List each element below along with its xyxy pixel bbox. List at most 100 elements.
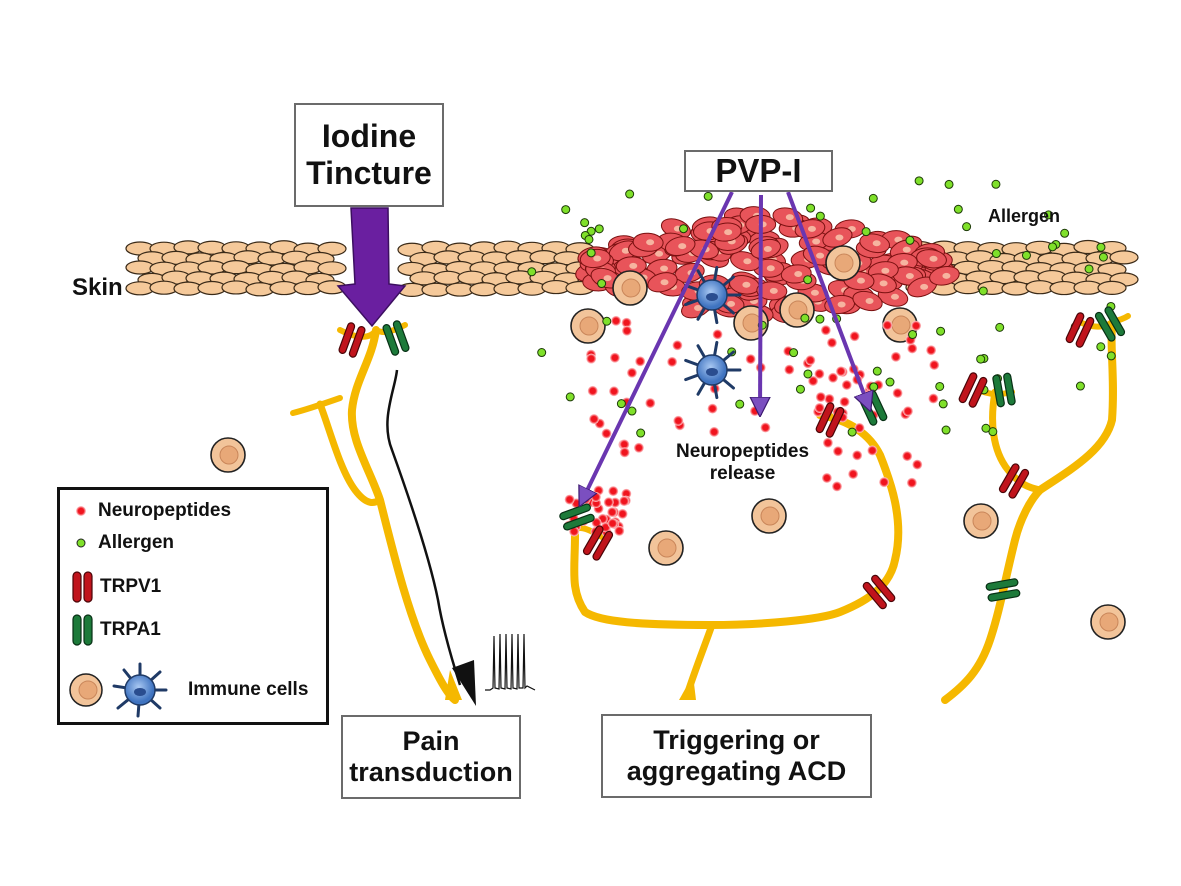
allergen: [616, 399, 626, 409]
allergen: [800, 313, 810, 323]
allergen: [561, 205, 571, 215]
neuropeptide: [906, 477, 917, 488]
legend-label: TRPV1: [100, 576, 162, 597]
allergen: [976, 354, 986, 364]
immune-cell: [825, 245, 861, 281]
allergen: [1060, 228, 1070, 238]
allergen: [735, 399, 745, 409]
neuropeptide: [882, 320, 893, 331]
neuropeptide: [614, 525, 625, 536]
legend-item-neuropeptides: Neuropeptides: [72, 500, 231, 522]
allergen: [908, 330, 918, 340]
neuropeptide: [928, 393, 939, 404]
allergen: [936, 326, 946, 336]
allergen-particles: [527, 176, 1116, 438]
inflamed-cell: [664, 236, 696, 256]
allergen: [935, 381, 945, 391]
trpa1-channel: [1094, 306, 1126, 342]
legend-label: Immune cells: [188, 679, 309, 700]
neuropeptide: [926, 345, 937, 356]
allergen: [953, 204, 963, 214]
allergen: [565, 392, 575, 402]
neuropeptide: [619, 439, 630, 450]
neuropeptide: [667, 356, 678, 367]
skin-cell: [317, 261, 347, 276]
allergen: [679, 224, 689, 234]
inflamed-cell: [750, 238, 781, 260]
inflamed-cell: [615, 256, 647, 276]
immune-cell: [210, 437, 246, 473]
allergen: [944, 179, 954, 189]
pain-transduction-line1: Pain: [402, 725, 460, 756]
right-nerve: [941, 324, 1117, 704]
action-potential-trace: [485, 633, 536, 691]
dendritic-cell: [684, 265, 742, 325]
neuropeptides-release-line1: Neuropeptides: [676, 441, 810, 462]
allergen: [586, 248, 596, 258]
neuropeptide: [820, 325, 831, 336]
trpa1-channel: [985, 578, 1021, 602]
legend-label: Neuropeptides: [98, 500, 232, 521]
neuropeptide: [712, 329, 723, 340]
allergen: [815, 211, 825, 221]
pain-signal-arrowhead: [452, 660, 476, 706]
trpv1-channel: [1065, 312, 1095, 348]
allergen: [602, 316, 612, 326]
trpv1-channel: [338, 322, 366, 358]
neuropeptide: [784, 364, 795, 375]
trpv1-channel: [958, 372, 988, 408]
allergen: [868, 193, 878, 203]
neuropeptide: [821, 472, 832, 483]
neuropeptide: [709, 426, 720, 437]
neuropeptide: [831, 481, 842, 492]
allergen: [978, 286, 988, 296]
neuropeptide: [589, 414, 600, 425]
skin-cell: [221, 280, 251, 295]
inflamed-cell: [866, 273, 897, 294]
neuropeptide: [621, 317, 632, 328]
inflamed-cell: [859, 233, 890, 254]
neuropeptide: [619, 496, 630, 507]
skin-cell: [1109, 250, 1139, 265]
neuropeptide: [586, 353, 597, 364]
allergen: [938, 399, 948, 409]
allergen: [847, 427, 857, 437]
ion-channels: [338, 306, 1126, 610]
inflamed-cell: [929, 266, 960, 286]
neuropeptide: [619, 447, 630, 458]
dendritic-cell-icon: [112, 662, 168, 718]
inflamed-cell: [756, 281, 788, 301]
skin-cell: [1097, 280, 1127, 295]
neuropeptide: [849, 331, 860, 342]
inflamed-cell: [632, 232, 664, 252]
immune-cell-icon: [69, 673, 103, 707]
neuropeptide: [852, 450, 863, 461]
immune-cell: [570, 308, 606, 344]
neuropeptide: [912, 459, 923, 470]
allergen: [1096, 242, 1106, 252]
neuropeptide: [890, 351, 901, 362]
allergen: [991, 249, 1001, 259]
allergen: [991, 179, 1001, 189]
trpv1-channel: [815, 402, 845, 438]
allergen: [703, 191, 713, 201]
neuropeptide: [621, 325, 632, 336]
neuropeptide: [609, 352, 620, 363]
trpv1-channel: [582, 525, 614, 561]
immune-cell: [751, 498, 787, 534]
neuropeptides-release-label: Neuropeptides release: [676, 441, 809, 485]
trpv1-channel: [862, 574, 896, 610]
neuropeptide: [892, 388, 903, 399]
allergen-icon: [76, 538, 86, 548]
allergen: [962, 222, 972, 232]
legend-item-allergen: Allergen: [72, 532, 174, 554]
iodine-tincture-box: Iodine Tincture: [294, 103, 444, 207]
legend-item-trpv1: TRPV1: [70, 570, 161, 604]
allergen: [803, 369, 813, 379]
allergen: [1084, 264, 1094, 274]
neuropeptide: [635, 356, 646, 367]
allergen: [1075, 381, 1085, 391]
inflamed-cell: [647, 272, 678, 293]
neuropeptide: [814, 402, 825, 413]
